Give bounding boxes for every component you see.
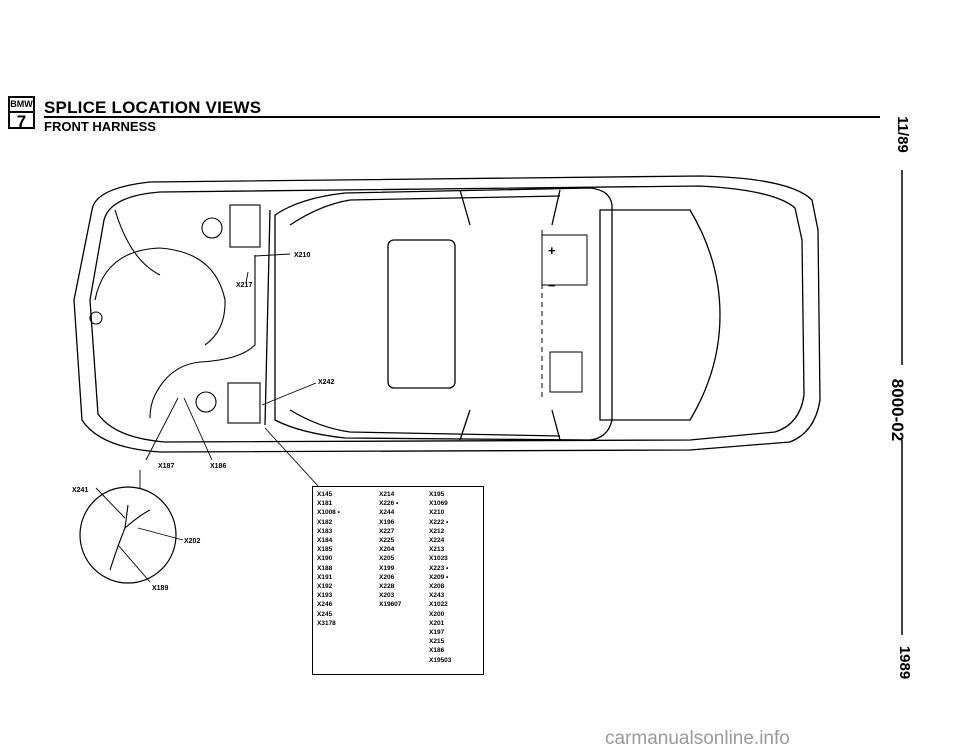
- watermark: carmanualsonline.info: [605, 728, 790, 749]
- label-x210: X210: [294, 252, 310, 259]
- splice-id: X212: [429, 527, 445, 535]
- splice-id: X204: [379, 546, 395, 554]
- splice-id: X246: [317, 601, 333, 609]
- label-x187: X187: [158, 463, 174, 470]
- splice-id: X209 •: [429, 573, 449, 581]
- splice-id: X210: [429, 509, 445, 517]
- splice-id: X195: [429, 491, 445, 498]
- detail-circle: [79, 486, 177, 584]
- splice-id: X223 •: [429, 564, 449, 572]
- splice-id: X190: [317, 555, 333, 563]
- splice-id: X19503: [429, 656, 452, 664]
- car-body: [73, 175, 821, 453]
- splice-id: X205: [379, 555, 395, 563]
- splice-id: X19607: [379, 601, 402, 609]
- page-subtitle: FRONT HARNESS: [44, 119, 156, 134]
- splice-id: X196: [379, 518, 395, 526]
- label-x217: X217: [236, 282, 252, 289]
- splice-id: X213: [429, 546, 445, 554]
- splice-id: X3178: [317, 619, 336, 627]
- splice-id: X225: [379, 537, 395, 545]
- label-x242: X242: [318, 379, 334, 386]
- splice-id: X184: [317, 537, 333, 545]
- title-rule: [44, 116, 880, 118]
- splice-id: X244: [379, 509, 395, 517]
- splice-id: X1022: [429, 601, 448, 609]
- bmw-logo: BMW 7: [8, 96, 35, 131]
- splice-column-3: X195 X1069 X210 X222 • X212 X224 X213 X1…: [429, 490, 451, 665]
- splice-id: X1008 •: [317, 509, 340, 517]
- splice-id: X183: [317, 527, 333, 535]
- splice-id: X145: [317, 491, 333, 498]
- splice-id: X208: [429, 583, 445, 591]
- svg-text:−: −: [548, 278, 556, 293]
- splice-id: X226 •: [379, 500, 399, 508]
- splice-id: X185: [317, 546, 333, 554]
- splice-id: X245: [317, 610, 333, 618]
- splice-id: X201: [429, 619, 445, 627]
- splice-id: X1069: [429, 500, 448, 508]
- splice-id: X1023: [429, 555, 448, 563]
- splice-id: X215: [429, 638, 445, 646]
- logo-brand: BMW: [10, 98, 33, 113]
- trunk-area: + −: [541, 230, 588, 400]
- splice-id: X243: [429, 592, 445, 600]
- label-x186: X186: [210, 463, 226, 470]
- detail-harness: [109, 504, 151, 571]
- splice-id: X191: [317, 573, 333, 581]
- page-title: SPLICE LOCATION VIEWS: [44, 98, 262, 117]
- logo-model: 7: [16, 112, 27, 131]
- splice-column-1: X145 X181 X1008 • X182 X183 X184 X185 X1…: [317, 490, 340, 628]
- splice-id: X199: [379, 564, 395, 572]
- splice-id: X186: [429, 647, 445, 655]
- engine-bay: [89, 204, 261, 424]
- splice-id: X206: [379, 573, 395, 581]
- splice-id: X227: [379, 527, 395, 535]
- splice-id: X188: [317, 564, 333, 572]
- splice-id: X193: [317, 592, 333, 600]
- splice-id: X214: [379, 491, 395, 498]
- splice-id: X200: [429, 610, 445, 618]
- splice-id: X192: [317, 583, 333, 591]
- label-x202: X202: [184, 538, 200, 545]
- splice-id: X182: [317, 518, 333, 526]
- splice-id: X222 •: [429, 518, 449, 526]
- label-x189: X189: [152, 585, 168, 592]
- splice-id: X224: [429, 537, 445, 545]
- splice-id: X197: [429, 629, 445, 637]
- splice-column-2: X214 X226 • X244 X196 X227 X225 X204 X20…: [379, 490, 401, 610]
- svg-text:+: +: [548, 243, 556, 258]
- splice-table: X145 X181 X1008 • X182 X183 X184 X185 X1…: [312, 486, 484, 675]
- callout-lines: [95, 253, 319, 583]
- label-x241: X241: [72, 487, 88, 494]
- splice-id: X203: [379, 592, 395, 600]
- splice-id: X181: [317, 500, 333, 508]
- splice-id: X228: [379, 583, 395, 591]
